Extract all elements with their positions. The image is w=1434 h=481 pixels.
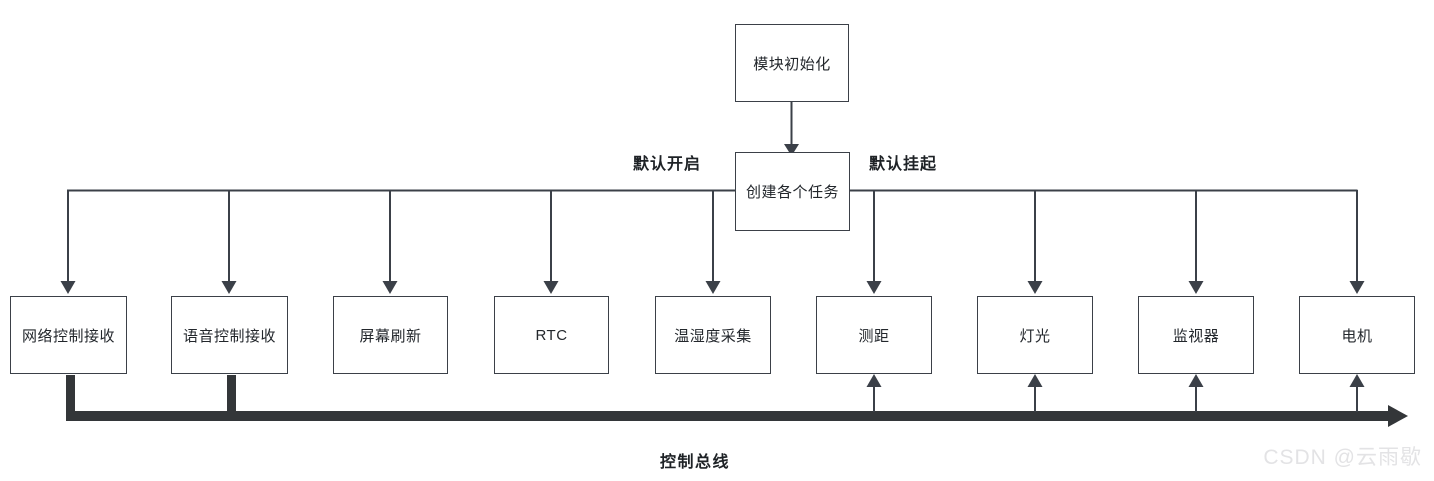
edge-label-default-on: 默认开启	[633, 156, 702, 173]
control-bus-bar	[66, 375, 1408, 427]
node-label: 电机	[1341, 327, 1373, 345]
node-voice-control-receive[interactable]: 语音控制接收	[171, 296, 288, 374]
node-create-tasks-label: 创建各个任务	[745, 184, 839, 201]
node-label: 温湿度采集	[674, 327, 752, 345]
node-module-init-label: 模块初始化	[753, 55, 831, 73]
node-label: 屏幕刷新	[359, 327, 422, 345]
node-label: RTC	[535, 326, 568, 344]
node-monitor[interactable]: 监视器	[1138, 296, 1254, 374]
node-network-control-receive[interactable]: 网络控制接收	[10, 296, 127, 374]
node-ranging[interactable]: 测距	[816, 296, 932, 374]
node-lighting[interactable]: 灯光	[977, 296, 1093, 374]
csdn-watermark: CSDN @云雨歇	[1263, 446, 1422, 469]
node-create-tasks[interactable]: 创建各个任务	[735, 152, 850, 231]
edge-init-to-dispatch	[784, 101, 799, 156]
node-temp-humidity-collect[interactable]: 温湿度采集	[655, 296, 771, 374]
node-module-init[interactable]: 模块初始化	[735, 24, 849, 102]
bus-uplinks	[866, 374, 1365, 412]
edge-label-default-suspended: 默认挂起	[869, 156, 938, 173]
node-screen-refresh[interactable]: 屏幕刷新	[333, 296, 448, 374]
control-bus-label: 控制总线	[660, 454, 731, 471]
node-rtc[interactable]: RTC	[494, 296, 609, 374]
node-label: 监视器	[1172, 327, 1220, 345]
node-motor[interactable]: 电机	[1299, 296, 1415, 374]
node-label: 网络控制接收	[21, 327, 115, 345]
node-label: 语音控制接收	[182, 327, 276, 345]
node-label: 测距	[858, 327, 890, 345]
node-label: 灯光	[1019, 327, 1051, 345]
drop-branches	[60, 190, 1365, 294]
